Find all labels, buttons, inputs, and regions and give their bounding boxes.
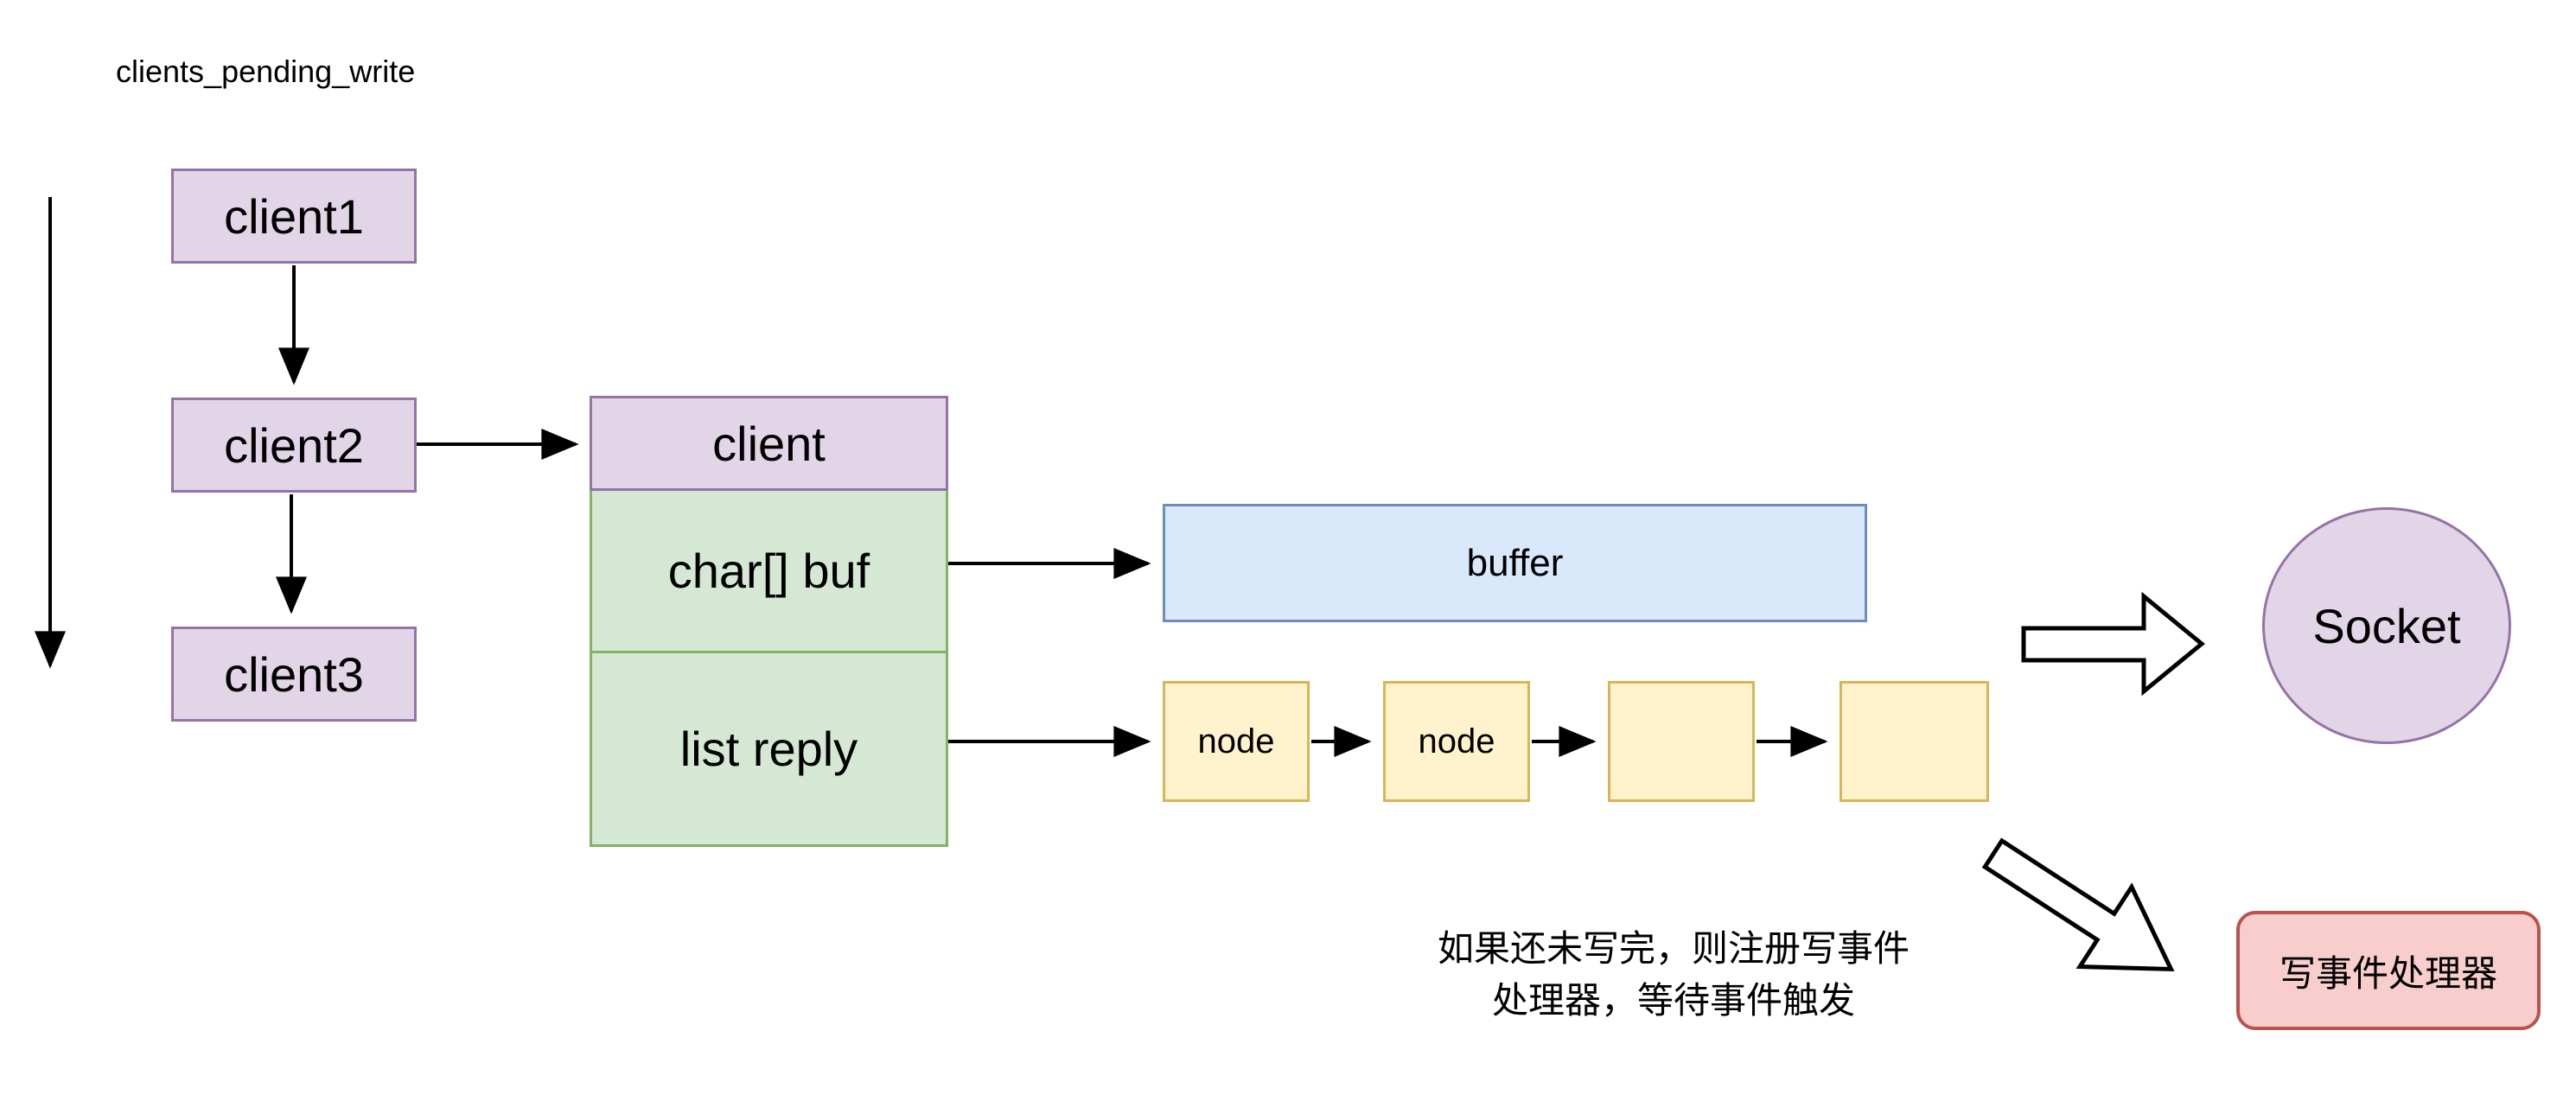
client-struct-header: client	[590, 396, 948, 491]
buffer-box: buffer	[1163, 504, 1867, 622]
client2-box: client2	[171, 398, 417, 493]
client-struct-field-reply: list reply	[590, 653, 948, 847]
socket-circle: Socket	[2262, 507, 2511, 744]
client-struct-field-buf: char[] buf	[590, 491, 948, 653]
socket-label: Socket	[2312, 598, 2461, 653]
list-node-4	[1840, 681, 1989, 802]
list-node-3	[1608, 681, 1755, 802]
client2-label: client2	[224, 417, 364, 473]
list-reply-label: list reply	[679, 722, 858, 776]
annotation-line1: 如果还未写完，则注册写事件	[1437, 928, 1910, 969]
write-event-handler-label: 写事件处理器	[2279, 952, 2497, 994]
client3-label: client3	[224, 646, 364, 702]
block-arrow-to-handler	[1981, 837, 2175, 972]
write-event-handler-box: 写事件处理器	[2236, 911, 2541, 1030]
client1-box: client1	[171, 169, 417, 264]
annotation-note: 如果还未写完，则注册写事件 处理器，等待事件触发	[1397, 923, 1950, 1026]
list-node-1-label: node	[1197, 722, 1275, 760]
client3-box: client3	[171, 627, 417, 722]
annotation-line2: 处理器，等待事件触发	[1491, 979, 1855, 1021]
client-struct-header-label: client	[712, 416, 826, 471]
block-arrow-to-socket	[2021, 591, 2205, 697]
char-buf-label: char[] buf	[667, 544, 870, 598]
diagram-title: clients_pending_write	[116, 54, 416, 89]
list-node-2: node	[1383, 681, 1530, 802]
list-node-1: node	[1163, 681, 1310, 802]
client-struct: client char[] buf list reply	[590, 396, 948, 847]
client1-label: client1	[224, 188, 364, 244]
list-node-2-label: node	[1418, 722, 1495, 760]
buffer-label: buffer	[1466, 541, 1564, 584]
